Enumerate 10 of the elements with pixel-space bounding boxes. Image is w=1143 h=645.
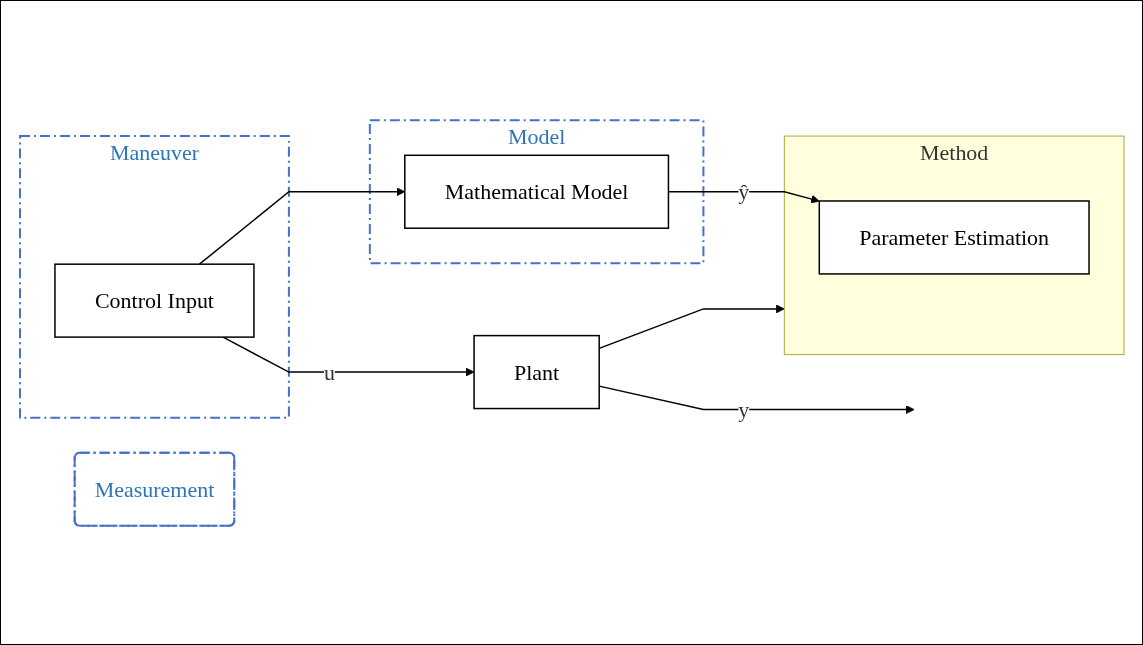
node-box: Mathematical Model [403,154,669,229]
edge-label: u [323,359,335,385]
arrow [198,186,405,265]
arrow [667,190,820,203]
arrow [221,335,474,376]
node-box: Control Input [53,262,255,338]
node-box: Parameter Estimation [818,199,1090,275]
node-box: Plant [472,334,600,409]
edge-label: ŷ [737,178,749,204]
edge-label: y [737,396,749,422]
